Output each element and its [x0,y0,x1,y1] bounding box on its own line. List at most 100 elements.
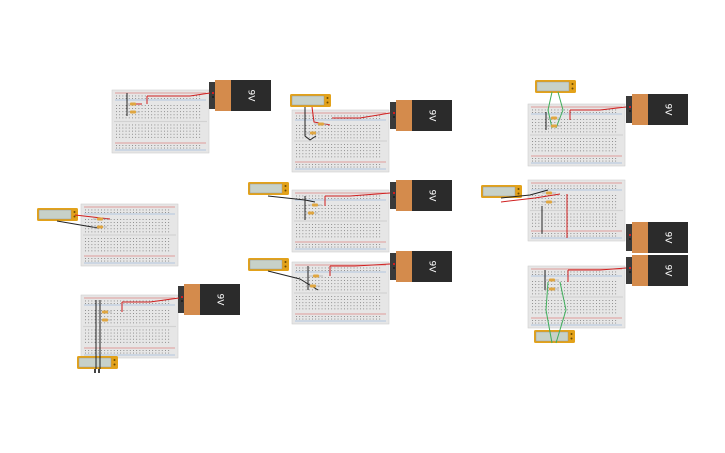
breadboard-hole [356,137,358,139]
multimeter-5[interactable] [248,182,289,195]
wire-green[interactable] [555,281,567,344]
breadboard-hole [344,299,345,300]
breadboard-hole [318,289,320,291]
breadboard-2[interactable] [80,203,179,267]
breadboard-hole [366,230,368,232]
multimeter-6[interactable] [248,258,289,271]
wire-red[interactable] [147,92,211,97]
breadboard-hole [189,130,191,132]
battery-6[interactable]: 9V [390,251,452,282]
breadboard-hole [196,130,197,132]
wire-red[interactable] [332,112,391,119]
breadboard-hole [126,231,128,233]
breadboard-hole [596,213,597,215]
breadboard-hole [158,352,160,354]
battery-8[interactable]: 9V [626,222,688,253]
breadboard-hole [302,302,304,304]
battery-7[interactable]: 9V [626,94,688,125]
breadboard-hole [372,246,374,248]
breadboard-9[interactable] [527,265,626,329]
breadboard-hole [123,231,125,233]
wire-green[interactable] [555,91,564,129]
multimeter-7[interactable] [535,80,576,93]
wire-black[interactable] [500,189,549,199]
breadboard-hole [136,341,138,343]
wire-red[interactable] [330,263,391,267]
breadboard-hole [305,198,307,199]
wire-black[interactable] [267,195,316,203]
breadboard-hole [334,166,336,168]
breadboard-hole [363,283,365,285]
breadboard-hole [580,158,581,159]
breadboard-7[interactable] [527,103,626,167]
breadboard-hole [347,302,349,304]
breadboard-hole [567,213,569,215]
breadboard-hole [580,198,581,199]
wire-black[interactable] [304,107,317,141]
breadboard-hole [104,258,106,259]
breadboard-hole [576,235,578,237]
wire-green[interactable] [545,281,553,344]
battery-3[interactable]: 9V [178,284,240,315]
breadboard-hole [155,335,157,337]
wire-black[interactable] [56,220,99,229]
breadboard-hole [315,137,317,139]
wire-red[interactable] [325,192,391,197]
breadboard-hole [321,270,323,271]
breadboard-hole [126,319,128,321]
breadboard-hole [583,281,585,282]
multimeter-9[interactable] [534,330,575,343]
breadboard-hole [155,219,157,220]
breadboard-hole [312,233,313,235]
breadboard-3[interactable] [80,294,179,359]
multimeter-4[interactable] [290,94,331,107]
breadboard-hole [592,131,594,133]
wire-green[interactable] [547,91,553,129]
breadboard-hole [308,195,310,197]
breadboard-hole [305,156,307,158]
breadboard-4[interactable] [291,109,390,173]
wire-red[interactable] [500,193,561,203]
breadboard-hole [120,250,122,252]
breadboard-hole [136,338,138,340]
breadboard-hole [104,231,106,233]
breadboard-hole [615,274,617,275]
breadboard-hole [324,305,326,307]
breadboard-6[interactable] [291,261,390,325]
battery-lead [629,267,631,269]
multimeter-8[interactable] [481,185,522,198]
multimeter-2[interactable] [37,208,78,221]
breadboard-hole [564,141,565,142]
breadboard-hole [605,290,607,292]
breadboard-hole [331,198,333,199]
breadboard-hole [126,241,128,242]
breadboard-hole [324,316,326,317]
breadboard-hole [318,198,320,199]
breadboard-hole [321,134,323,136]
breadboard-hole [116,98,117,99]
wire-red[interactable] [74,214,111,220]
wire-red[interactable] [122,297,180,303]
breadboard-5[interactable] [291,189,390,253]
battery-5[interactable]: 9V [390,180,452,211]
breadboard-hole [602,185,604,187]
breadboard-hole [158,225,160,227]
breadboard-hole [135,108,137,109]
multimeter-3[interactable] [77,356,118,369]
breadboard-8[interactable] [527,179,626,242]
battery-4[interactable]: 9V [390,100,452,131]
breadboard-hole [551,300,553,301]
wire-red[interactable] [568,267,627,271]
breadboard-hole [363,318,365,320]
breadboard-hole [576,219,578,221]
breadboard-hole [532,213,533,215]
breadboard-1[interactable] [111,89,210,154]
breadboard-hole [149,335,150,337]
wire-red[interactable] [570,106,627,111]
breadboard-hole [186,117,188,119]
battery-1[interactable]: 9V [209,80,271,111]
battery-9[interactable]: 9V [626,255,688,286]
breadboard-hole [344,205,345,206]
breadboard-hole [116,114,117,116]
breadboard-hole [128,117,130,119]
